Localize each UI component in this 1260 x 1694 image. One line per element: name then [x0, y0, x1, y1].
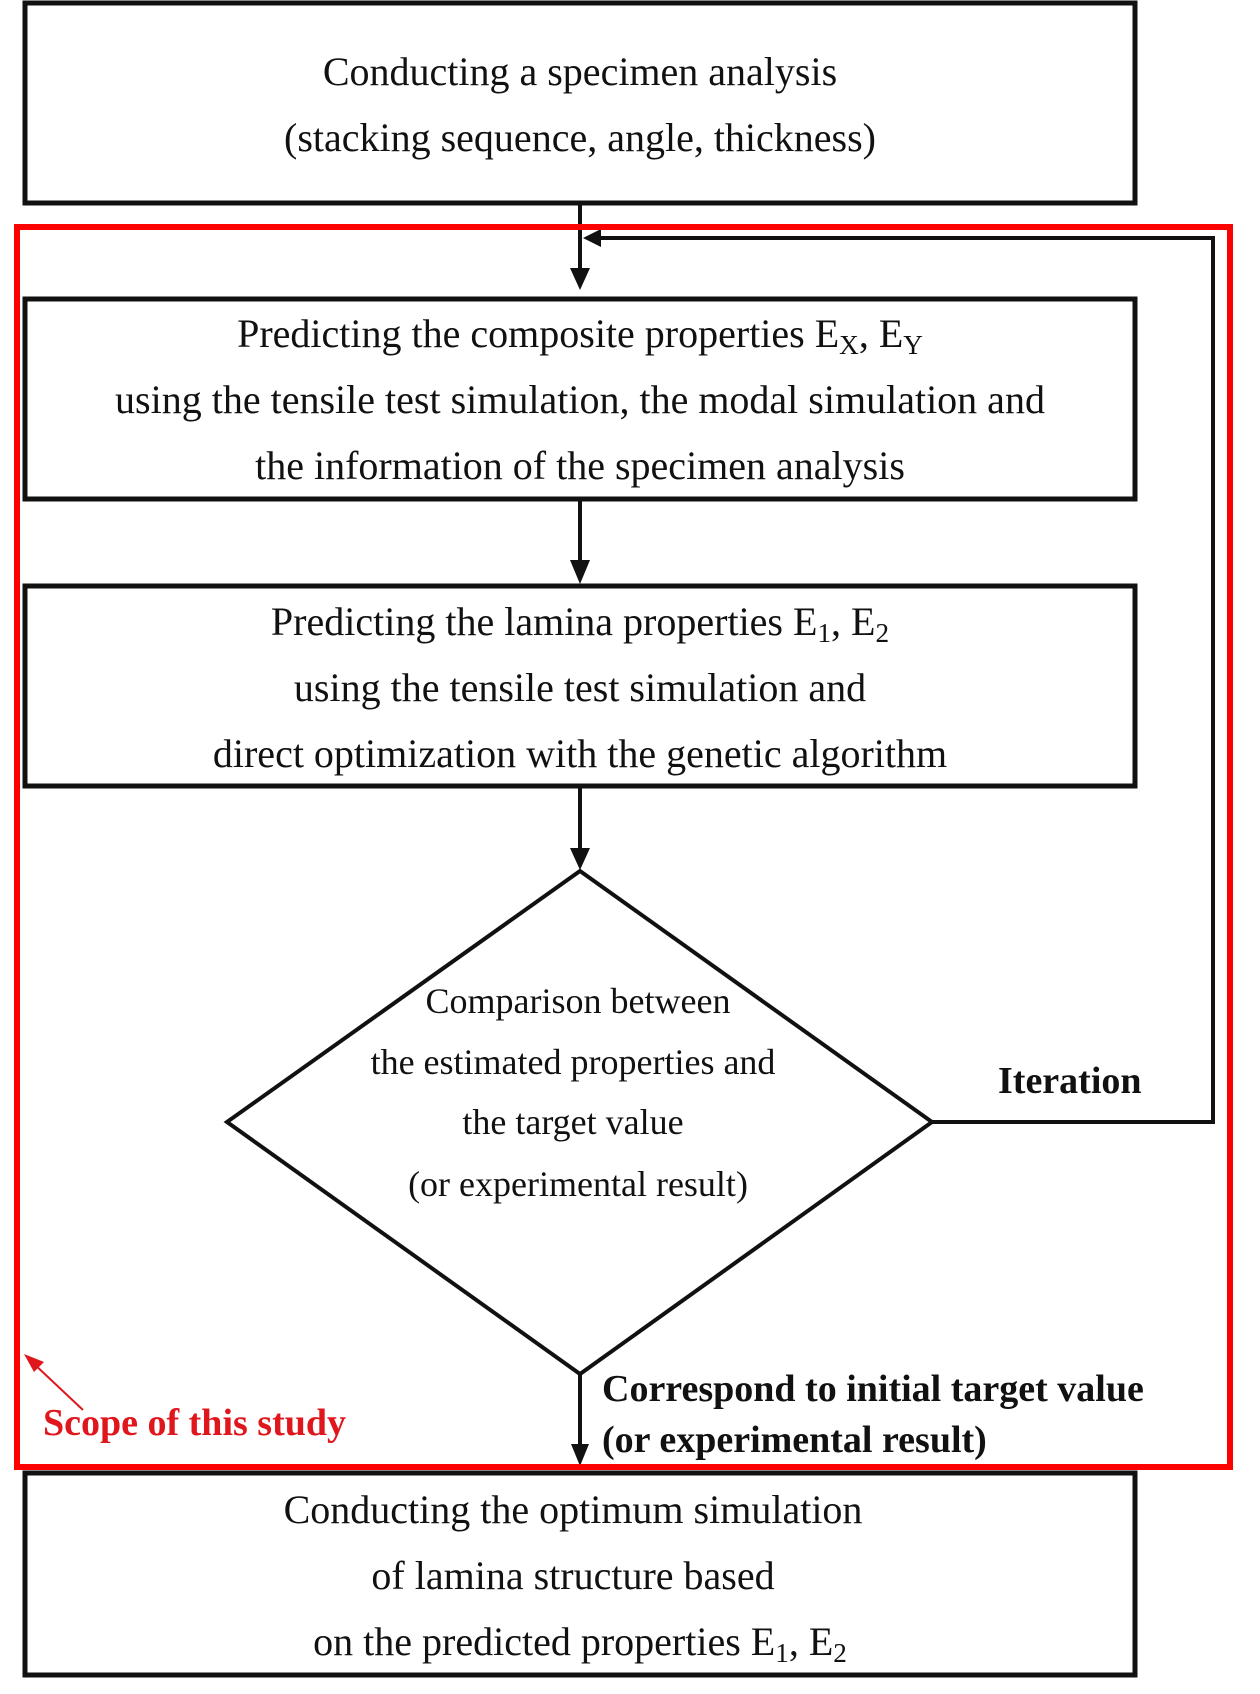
arrowhead-down-box4 [571, 1444, 589, 1466]
subscript-y: Y [903, 329, 923, 360]
box-specimen-analysis [22, 0, 1138, 206]
subscript-x: X [839, 329, 859, 360]
subscript-2: 2 [833, 1637, 847, 1668]
box-lamina-properties-line3: direct optimization with the genetic alg… [212, 731, 948, 776]
diamond-line3: the target value [462, 1102, 684, 1142]
scope-pointer-arrowhead [24, 1354, 44, 1372]
box-composite-properties [22, 296, 1138, 502]
subscript-1: 1 [817, 617, 832, 648]
diamond-line2: the estimated properties and [370, 1042, 776, 1082]
box-lamina-properties-line1: Predicting the lamina properties E1, E2 [270, 599, 889, 647]
box-composite-properties-line3: the information of the specimen analysis [255, 443, 905, 488]
scope-pointer-line [31, 1361, 84, 1411]
box-optimum-simulation-line1: Conducting the optimum simulation [283, 1487, 863, 1532]
box-lamina-properties [22, 583, 1138, 789]
correspond-label-line1: Correspond to initial target value [602, 1368, 1144, 1410]
scope-boundary [14, 224, 1233, 1470]
box-optimum-simulation [22, 1470, 1138, 1678]
correspond-label-line2: (or experimental result) [602, 1419, 987, 1461]
subscript-1: 1 [775, 1637, 789, 1668]
arrowhead-down-diamond [570, 848, 590, 870]
scope-label: Scope of this study [43, 1402, 346, 1444]
lamina-line1-mid: , E [831, 599, 876, 644]
iteration-label: Iteration [998, 1060, 1142, 1102]
composite-line1-text: Predicting the composite properties E [237, 311, 840, 356]
optimum-line3-text: on the predicted properties E [313, 1619, 776, 1664]
composite-line1-mid: , E [858, 311, 904, 356]
subscript-2: 2 [875, 617, 890, 648]
diamond-line4: (or experimental result) [408, 1164, 748, 1204]
box-optimum-simulation-line3: on the predicted properties E1, E2 [313, 1619, 847, 1667]
arrowhead-down-box3 [570, 560, 590, 584]
box-lamina-properties-line2: using the tensile test simulation and [293, 665, 867, 710]
iteration-loop-line [598, 236, 1215, 1124]
box-specimen-analysis-line1: Conducting a specimen analysis [322, 49, 838, 94]
arrowhead-down-box2 [570, 268, 590, 290]
arrowhead-left-loop [583, 229, 601, 247]
optimum-line3-mid: , E [788, 1619, 834, 1664]
lamina-line1-text: Predicting the lamina properties E [270, 599, 818, 644]
box-composite-properties-line1: Predicting the composite properties EX, … [237, 311, 923, 359]
box-composite-properties-line2: using the tensile test simulation, the m… [115, 377, 1045, 422]
box-specimen-analysis-line2: (stacking sequence, angle, thickness) [283, 115, 877, 160]
diamond-line1: Comparison between [425, 981, 731, 1021]
box-optimum-simulation-line2: of lamina structure based [371, 1553, 775, 1598]
